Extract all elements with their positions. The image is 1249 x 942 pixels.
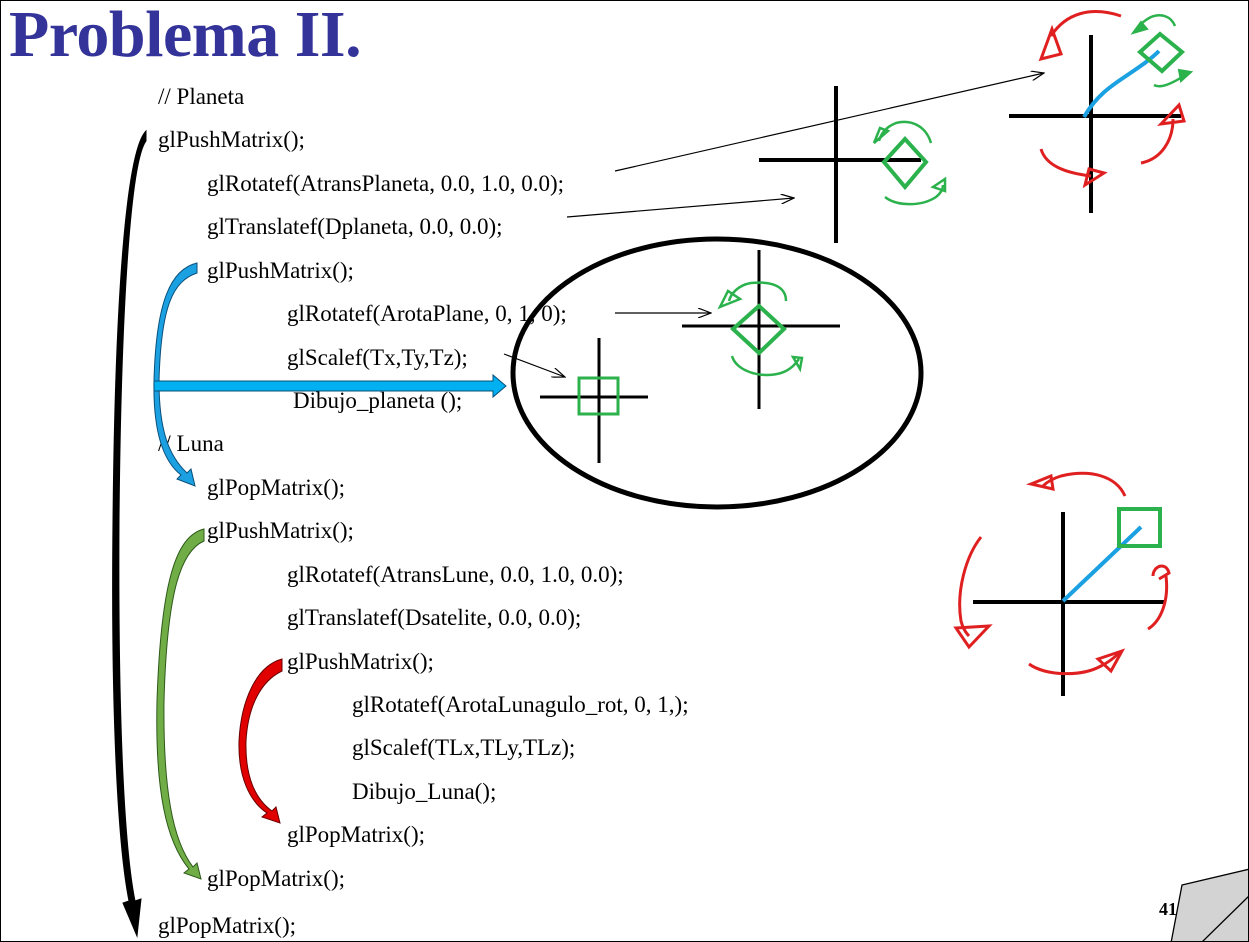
moon-square: [1117, 507, 1162, 548]
code-push-matrix-moon-self: glPushMatrix();: [287, 649, 434, 674]
orbit-arrowhead-bottom: [1095, 648, 1126, 674]
orbit-arrowhead-top: [1025, 473, 1055, 491]
code-pop-matrix-moon-orbit: glPopMatrix();: [207, 866, 345, 891]
orbit-arrowhead-bottom-left: [1082, 167, 1108, 189]
self-rotation-arrowhead-top: [1130, 20, 1149, 35]
code-scale-luna: glScalef(TLx,TLy,TLz);: [352, 735, 576, 760]
planet-diamond: [881, 136, 929, 191]
bracket-arrow-moon-self: [238, 658, 283, 824]
code-pop-matrix-moon-self: glPopMatrix();: [287, 822, 425, 847]
local-space-ellipse: [510, 236, 924, 510]
planet-square: [577, 376, 620, 416]
orbit-arrowhead-bottom-right: [1157, 102, 1186, 127]
bracket-arrow-planet: [153, 262, 198, 487]
orbit-arrow-bottom-left: [1039, 148, 1092, 178]
code-push-matrix-moon-orbit: glPushMatrix();: [207, 518, 354, 543]
orbit-arrow-bottom-right: [1140, 118, 1175, 165]
planet-diamond: [730, 303, 787, 356]
bracket-arrow-outer: [112, 129, 147, 938]
code-rotate-plane: glRotatef(ArotaPlane, 0, 1, 0);: [287, 301, 567, 326]
orbit-arrowhead-right: [1151, 564, 1171, 581]
orbit-arrow-top: [1049, 10, 1122, 37]
orbit-arrow-right: [1147, 575, 1169, 631]
rotation-arrowhead-bottom: [790, 355, 804, 373]
code-translate-satelite: glTranslatef(Dsatelite, 0.0, 0.0);: [287, 605, 582, 630]
page-number: 41: [1159, 899, 1177, 919]
code-pop-matrix-outer: glPopMatrix();: [158, 913, 296, 938]
rotation-arrow-bottom: [730, 355, 801, 377]
code-push-matrix-planet: glPushMatrix();: [207, 258, 354, 283]
rotation-arrowhead-bottom: [930, 176, 947, 193]
diagram-self-rotating-planet: [682, 250, 840, 409]
bracket-arrow-moon-orbit: [156, 528, 205, 880]
orbit-arrow-left: [958, 536, 983, 638]
code-comment-luna: // Luna: [158, 431, 224, 456]
diagram-translated-planet: [759, 86, 947, 243]
code-draw-luna: Dibujo_Luna();: [352, 779, 497, 804]
pointer-arrow-rotate-planeta: [614, 73, 1044, 172]
code-rotate-lune: glRotatef(AtransLune, 0.0, 1.0, 0.0);: [287, 562, 624, 587]
orbit-radius-line: [1061, 525, 1143, 603]
code-translate-planeta: glTranslatef(Dplaneta, 0.0, 0.0);: [207, 214, 503, 239]
self-rotation-arrowhead-bottom: [1177, 68, 1194, 83]
blue-pointer-arrow: [153, 373, 507, 399]
orbit-radius-line: [1082, 49, 1161, 119]
diagram-orbiting-planet: [1009, 10, 1194, 213]
rotation-arrow-bottom: [884, 184, 945, 206]
diagram-scaled-planet: [540, 338, 648, 463]
planet-diamond: [1136, 31, 1186, 74]
code-rotate-luna: glRotatef(ArotaLunagulo_rot, 0, 1,);: [352, 692, 689, 717]
page-corner-diagonal: [1202, 896, 1248, 941]
orbit-arrow-bottom: [1028, 651, 1121, 676]
code-rotate-planeta: glRotatef(AtransPlaneta, 0.0, 1.0, 0.0);: [207, 171, 565, 196]
orbit-arrowhead-top: [1038, 24, 1063, 62]
pointer-arrow-translate-planeta: [566, 198, 794, 218]
diagram-orbiting-moon: [953, 471, 1171, 696]
code-pop-matrix-planet: glPopMatrix();: [207, 475, 345, 500]
orbit-arrow-top: [1041, 471, 1127, 497]
slide-title: Problema II.: [9, 0, 362, 71]
rotation-arrow-top: [877, 120, 933, 144]
orbit-arrowhead-left: [953, 624, 993, 650]
page-corner-tab: [1170, 868, 1248, 941]
rotation-arrowhead-top: [717, 289, 743, 310]
code-draw-planeta: Dibujo_planeta ();: [293, 388, 463, 413]
code-push-matrix-outer: glPushMatrix();: [158, 127, 305, 152]
rotation-arrowhead-top: [872, 126, 891, 144]
code-comment-planeta: // Planeta: [158, 84, 245, 109]
code-scale-planeta: glScalef(Tx,Ty,Tz);: [287, 345, 468, 370]
